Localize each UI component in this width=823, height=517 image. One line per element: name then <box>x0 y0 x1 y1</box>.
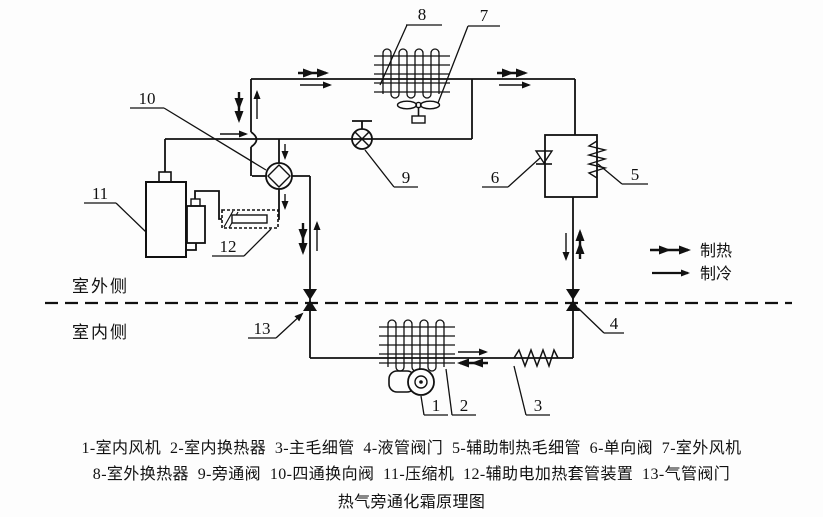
pipe-accumulator-loop <box>194 190 222 220</box>
leader-2 <box>445 368 476 416</box>
callout-1: 1 <box>432 396 441 415</box>
callout-2: 2 <box>460 396 469 415</box>
leader-5 <box>597 163 648 185</box>
accumulator <box>186 198 206 244</box>
leader-1 <box>420 395 448 416</box>
flow-arrows <box>220 68 585 368</box>
caption-line-1: 1-室内风机 2-室内换热器 3-主毛细管 4-液管阀门 5-辅助制热毛细管 6… <box>81 440 742 457</box>
leader-3 <box>513 365 550 416</box>
outdoor-side-label: 室外侧 <box>72 277 129 296</box>
callout-11: 11 <box>92 184 108 203</box>
leader-9 <box>364 149 418 188</box>
callout-5: 5 <box>631 165 640 184</box>
figure-title: 热气旁通化霜原理图 <box>337 494 486 511</box>
leader-10 <box>130 107 267 171</box>
callout-4: 4 <box>610 314 619 333</box>
bypass-valve <box>351 120 373 150</box>
compressor <box>145 171 187 258</box>
outdoor-coil <box>374 48 450 99</box>
indoor-coil <box>379 319 455 372</box>
four-way-valve <box>265 162 293 190</box>
heating-legend-label: 制热 <box>700 242 732 260</box>
check-valve <box>534 150 554 165</box>
liquid-pipe-valve <box>566 289 580 311</box>
defrost-schematic: 8 7 10 11 12 9 6 5 4 13 3 2 1 室外侧 室内侧 制热… <box>45 5 792 416</box>
leader-4 <box>577 307 624 334</box>
indoor-side-label: 室内侧 <box>72 323 129 342</box>
leader-13 <box>248 314 302 339</box>
leader-8 <box>379 24 442 86</box>
callout-8: 8 <box>418 5 427 24</box>
callout-7: 7 <box>480 6 489 25</box>
gas-pipe-valve <box>303 289 317 311</box>
callout-12: 12 <box>220 237 237 256</box>
leader-7 <box>437 25 500 104</box>
callout-leaders <box>84 24 648 416</box>
callout-13: 13 <box>254 319 271 338</box>
callout-10: 10 <box>139 89 156 108</box>
flow-legend: 制热 制冷 <box>650 242 732 283</box>
callout-6: 6 <box>491 168 500 187</box>
outdoor-fan <box>396 100 441 124</box>
indoor-fan <box>388 368 435 396</box>
callout-9: 9 <box>402 168 411 187</box>
figure-caption: 1-室内风机 2-室内换热器 3-主毛细管 4-液管阀门 5-辅助制热毛细管 6… <box>0 436 823 516</box>
cooling-legend-label: 制冷 <box>700 265 732 283</box>
main-capillary <box>513 347 559 369</box>
aux-heating-capillary <box>586 140 608 179</box>
leader-11 <box>84 202 147 233</box>
aux-electric-heating-sleeve <box>221 209 279 229</box>
callout-3: 3 <box>534 396 543 415</box>
leader-6 <box>482 157 541 188</box>
leader-12 <box>212 228 272 257</box>
callout-numbers: 8 7 10 11 12 9 6 5 4 13 3 2 1 <box>92 5 639 415</box>
checkvalve-capillary-assembly <box>534 134 608 198</box>
caption-line-2: 8-室外换热器 9-旁通阀 10-四通换向阀 11-压缩机 12-辅助电加热套管… <box>92 466 731 483</box>
pipe-accumulator-to-compressor <box>186 243 197 251</box>
